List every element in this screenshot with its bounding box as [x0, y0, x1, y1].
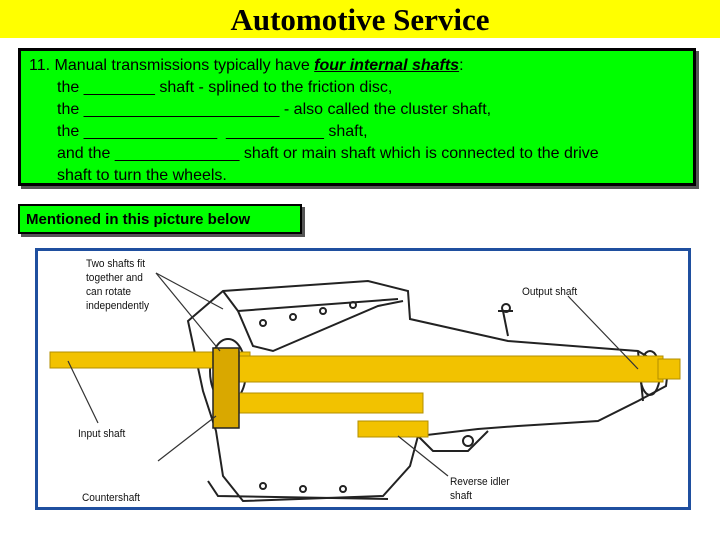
question-emphasis: four internal shafts	[314, 57, 460, 74]
question-line-5: and the ______________ shaft or main sha…	[57, 145, 599, 162]
leader-lines	[67, 272, 639, 477]
mention-label: Mentioned in this picture below	[18, 204, 302, 234]
question-box: 11. Manual transmissions typically have …	[18, 48, 696, 186]
transmission-figure: Two shafts fit together and can rotate i…	[35, 248, 691, 510]
countershaft-drawing	[212, 392, 424, 414]
question-line-3: the ______________________ - also called…	[57, 101, 492, 118]
question-line-2: the ________ shaft - splined to the fric…	[57, 79, 393, 96]
question-colon: :	[459, 57, 464, 74]
label-input-shaft: Input shaft	[78, 428, 126, 440]
question-line-1: 11. Manual transmissions typically have …	[29, 55, 464, 77]
reverse-idler-shaft-drawing	[357, 420, 429, 438]
shafts	[49, 347, 681, 438]
output-shaft-drawing	[217, 355, 664, 383]
question-intro: 11. Manual transmissions typically have	[29, 57, 315, 74]
page-title: Automotive Service	[230, 2, 490, 37]
transmission-housing	[186, 279, 670, 503]
label-reverse-idler-shaft: Reverse idler shaft	[450, 476, 510, 502]
question-line-4: the _______________ ___________ shaft,	[57, 123, 368, 140]
question-line-6: shaft to turn the wheels.	[57, 167, 227, 184]
label-countershaft: Countershaft	[82, 492, 140, 504]
title-bar	[0, 0, 720, 38]
label-output-shaft: Output shaft	[522, 286, 578, 298]
transmission-drawing	[49, 272, 681, 503]
label-two-shafts: Two shafts fit together and can rotate i…	[86, 258, 150, 312]
